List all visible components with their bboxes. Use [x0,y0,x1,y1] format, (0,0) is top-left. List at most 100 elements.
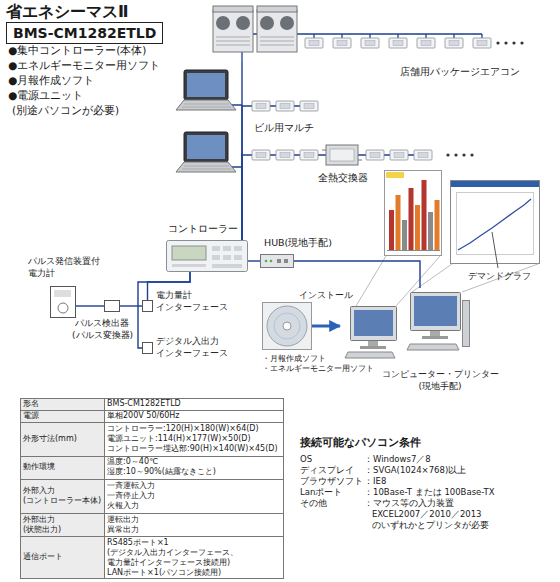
software-disc [263,303,312,350]
controller-device [234,255,242,260]
node-label: 全熱交換器 [318,172,368,184]
controller-device [212,264,242,268]
outdoor-unit [213,6,253,52]
wire [76,305,104,306]
table-cell: 湿度:10～90%(結露なきこと) [107,467,216,477]
computer-set [430,331,440,336]
laptop [176,70,236,110]
hub-device [265,260,268,263]
meter-devices [58,303,68,313]
table-cell: コントローラー:120(H)×180(W)×64(D) [107,424,259,434]
hub-device [270,260,273,263]
ceiling-cassette [414,150,432,160]
ellipsis-dots [446,41,523,156]
feature-item: ●エネルギーモニター用ソフト [8,59,160,72]
ceiling-cassette [252,150,270,160]
outdoor-unit [257,6,297,52]
computer-set [368,341,378,346]
callout-line [492,232,498,268]
table-head: 外形寸法(mm) [23,434,77,444]
table-head: 通信ポート [23,552,63,562]
hub-device [261,255,294,268]
table-cell: 一斉停止入力 [107,491,155,501]
ceiling-cassette [390,150,408,160]
ceiling-cassette [389,38,407,48]
feature-item: ●集中コントローラー(本体) [8,44,146,57]
spec-value: ：10Base-T または 100Base-TX [364,487,495,498]
controller-device [167,241,248,272]
io-interface: デジタル入出力 インターフェース [142,342,153,354]
computer-set [414,296,457,326]
bar-chart [402,220,407,250]
ellipsis-dots [454,153,457,156]
table-cell: 温度:0～40℃ [107,457,158,467]
callout-line [462,264,538,292]
table-cell: RS485ポート×1 [107,538,169,548]
heat-exchanger [358,160,362,161]
outdoor-unit [213,6,297,52]
ceiling-cassette [300,101,318,111]
spec-table [21,399,284,579]
spec-table [21,399,284,579]
ceiling-cassette [276,101,294,111]
spec-table [104,399,105,579]
spec-value: EXCEL2007／2010／2013 のいずれかとプリンタが必要 [372,509,552,531]
hub: HUB(現地手配) [260,254,294,268]
computer-set [351,307,397,341]
spec-value: ：Windows7／8 [364,454,431,465]
spec-key: Lanポート [300,487,342,498]
table-cell: (デジタル入出力インターフェース、 電力量計インターフェース接続用) [107,548,282,568]
spec-key: ディスプレイ [300,465,354,476]
ellipsis-dots [520,41,523,44]
laptop [176,70,236,172]
computer: コンピューター・プリンター (現地手配) [340,288,470,364]
ellipsis-dots [446,153,449,156]
table-cell: 電源ユニット:114(H)×177(W)×50(D) [107,434,251,444]
section-heading: 接続可能なパソコン条件 [300,436,421,450]
hub-device [261,255,294,268]
computer-set [411,293,461,331]
spec-key: ブラウザソフト [300,476,363,487]
bar-chart [409,188,414,250]
ceiling-cassette [473,38,491,48]
software-cd: ・月報作成ソフト ・エネルギーモニター用ソフト [262,302,312,350]
aircon-group: 店舗用パッケージエアコン [212,4,528,62]
software-disc [263,303,312,350]
controller-device [223,246,231,251]
controller-device [167,241,248,272]
aircon-wiring [230,105,242,167]
ceiling-cassette [366,150,384,160]
bar-chart [386,172,404,178]
spec-key: その他 [300,498,327,509]
node-label: デジタル入出力 インターフェース [156,336,236,359]
table-cell: 運転出力 [107,515,139,525]
ellipsis-dots [512,41,515,44]
feature-item: ●電源ユニット [8,89,83,102]
node-label: 電力量計 インターフェース [156,290,236,313]
model-bar: BMS-CM1282ETLD [6,22,163,44]
ceiling-cassette [445,38,463,48]
spec-key: OS [300,454,312,465]
table-cell: 火報入力 [107,501,139,511]
demand-graph-window [451,181,539,187]
node-label: ビル用マルチ [254,122,314,134]
node-label: BMS-CM1282ETLD [13,24,156,42]
edge-label: インストール [297,290,355,301]
bar-chart [415,205,420,250]
demand-graph-window [457,193,534,255]
ceiling-cassette [417,38,435,48]
meter-devices [143,301,153,312]
node-label: コンピューター・プリンター (現地手配) [380,368,500,392]
ellipsis-dots [504,41,507,44]
ellipsis-dots [462,153,465,156]
table-cell: LANポート×1(パソコン接続用) [107,568,221,578]
bar-chart [385,171,442,256]
computer-set [422,336,448,339]
table-cell: コントローラー埋込部:90(H)×140(W)×45(D) [107,444,278,454]
table-cell: BMS-CM1282ETLD [107,399,181,409]
computer-set [407,344,459,350]
diagram-title: 省エネシーマスⅡ [6,2,129,21]
ceiling-cassette [305,38,323,48]
meter-devices [54,290,71,297]
controller-device [172,264,206,267]
